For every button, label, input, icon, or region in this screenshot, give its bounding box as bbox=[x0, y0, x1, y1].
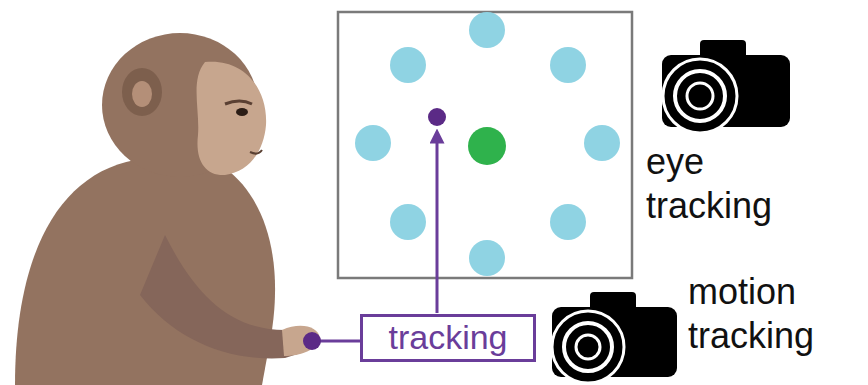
stimulus-screen bbox=[338, 12, 632, 278]
peripheral-target bbox=[550, 47, 586, 83]
camera-lens-ring bbox=[687, 83, 713, 109]
camera-label: motion tracking bbox=[688, 270, 864, 358]
peripheral-target bbox=[355, 125, 391, 161]
camera-lens bbox=[663, 59, 737, 133]
center-target bbox=[468, 127, 506, 165]
cursor-arrow bbox=[436, 136, 439, 313]
peripheral-target bbox=[390, 204, 426, 240]
monkey-eye bbox=[236, 108, 248, 116]
peripheral-target bbox=[584, 125, 620, 161]
monkey-hand bbox=[282, 326, 320, 356]
peripheral-target bbox=[469, 240, 505, 276]
hand-marker bbox=[303, 332, 321, 350]
camera-label: eye tracking bbox=[646, 140, 816, 228]
camera-icon bbox=[552, 292, 677, 383]
node-text: tracking bbox=[388, 319, 507, 356]
peripheral-target bbox=[550, 204, 586, 240]
monkey-ear bbox=[122, 68, 162, 116]
camera-icon bbox=[662, 40, 790, 133]
camera-lens-ring bbox=[576, 335, 600, 359]
cursor-dot bbox=[428, 108, 446, 126]
monkey-ear-inner bbox=[132, 81, 152, 107]
camera-lens-ring bbox=[675, 71, 725, 121]
camera-lens bbox=[552, 311, 624, 383]
peripheral-target bbox=[390, 47, 426, 83]
target-ring bbox=[355, 12, 620, 276]
monkey-brow bbox=[225, 101, 252, 104]
monkey-face bbox=[197, 62, 267, 175]
monkey-mouth bbox=[250, 150, 262, 154]
monkey-figure bbox=[15, 33, 320, 385]
tracking-box: tracking bbox=[360, 314, 536, 362]
camera-lens-ring bbox=[564, 323, 612, 371]
peripheral-target bbox=[469, 12, 505, 48]
